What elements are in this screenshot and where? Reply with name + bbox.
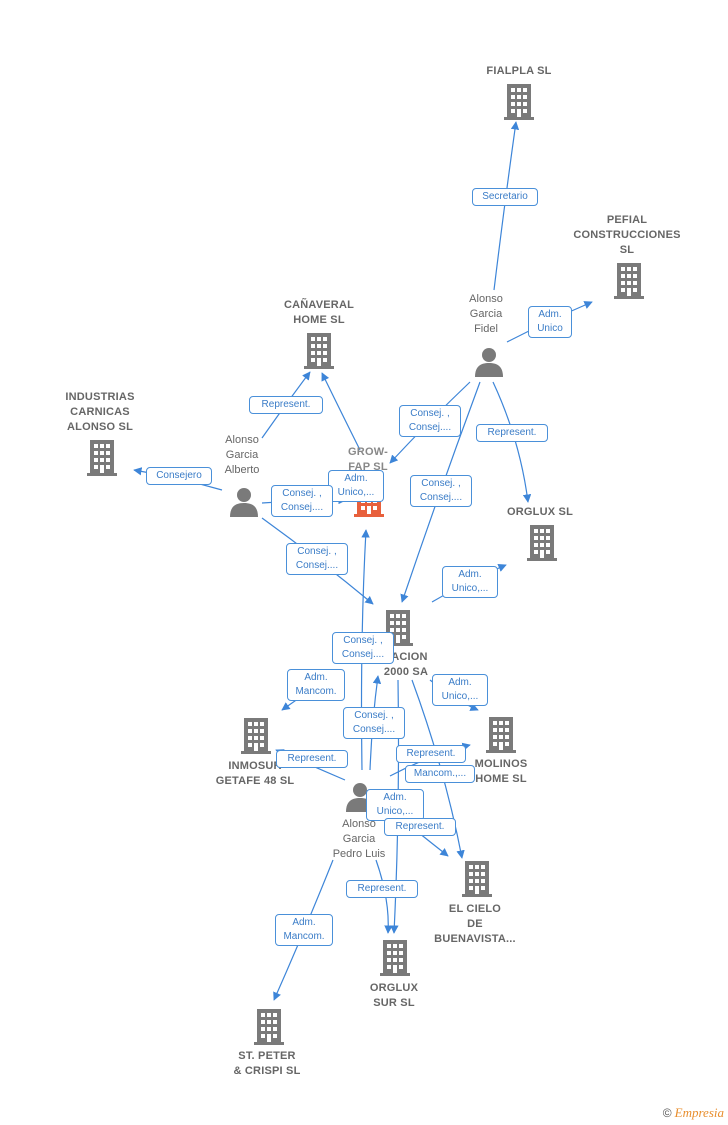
node-label-urbanizacion[interactable]: ZACION 2000 SA: [383, 651, 429, 678]
edge-label-consej-alberto-grow[interactable]: Consej. , Consej....: [271, 485, 333, 517]
edge-label-adm-mancom-stpeter[interactable]: Adm. Mancom.: [275, 914, 333, 946]
edge-label-consej-pedro-urb[interactable]: Consej. , Consej....: [332, 632, 394, 664]
edge-label-represent-fidel-orglux[interactable]: Represent.: [476, 424, 548, 442]
node-label-molinos[interactable]: MOLINOS HOME SL: [474, 758, 528, 785]
edge-label-adm-unico-pefial[interactable]: Adm. Unico: [528, 306, 572, 338]
stpeter-building-icon[interactable]: [254, 1009, 284, 1045]
fialpla-building-icon[interactable]: [504, 84, 534, 120]
alberto-person-icon[interactable]: [230, 488, 258, 517]
node-label-stpeter[interactable]: ST. PETER & CRISPI SL: [233, 1050, 301, 1077]
edge-label-adm-unico-pedro[interactable]: Adm. Unico,...: [366, 789, 424, 821]
orglux-building-icon[interactable]: [527, 525, 557, 561]
brand-logo[interactable]: Empresia: [674, 1105, 724, 1120]
node-label-pefial[interactable]: PEFIAL CONSTRUCCIONES SL: [573, 214, 681, 256]
elcielo-building-icon[interactable]: [462, 861, 492, 897]
node-label-canaveral[interactable]: CAÑAVERAL HOME SL: [283, 299, 355, 326]
pefial-building-icon[interactable]: [614, 263, 644, 299]
edge-label-consej-pedro-grow[interactable]: Consej. , Consej....: [343, 707, 405, 739]
edge-label-adm-unico-molinos[interactable]: Adm. Unico,...: [432, 674, 488, 706]
edge-urb-canaveral: [321, 372, 361, 451]
node-label-industrias[interactable]: INDUSTRIAS CARNICAS ALONSO SL: [65, 391, 135, 433]
molinos-building-icon[interactable]: [486, 717, 516, 753]
canaveral-building-icon[interactable]: [304, 333, 334, 369]
edge-label-consej-fidel-grow[interactable]: Consej. , Consej....: [399, 405, 461, 437]
node-label-orglux[interactable]: ORGLUX SL: [507, 506, 573, 518]
inmosur-building-icon[interactable]: [241, 718, 271, 754]
copyright-symbol: ©: [662, 1106, 672, 1120]
edge-fidel-orglux: [492, 381, 532, 503]
edge-label-adm-unico-orglux[interactable]: Adm. Unico,...: [442, 566, 498, 598]
edge-label-represent-canaveral[interactable]: Represent.: [249, 396, 323, 414]
orgluxsur-building-icon[interactable]: [380, 940, 410, 976]
edge-fidel-fialpla: [493, 121, 520, 291]
edge-label-represent-inmosur[interactable]: Represent.: [276, 750, 348, 768]
node-label-orgluxsur[interactable]: ORGLUX SUR SL: [369, 982, 419, 1009]
fidel-person-icon[interactable]: [475, 348, 503, 377]
node-label-inmosur[interactable]: INMOSUR GETAFE 48 SL: [215, 760, 295, 787]
edge-label-mancom-molinos[interactable]: Mancom.,...: [405, 765, 475, 783]
node-label-fidel[interactable]: Alonso Garcia Fidel: [469, 293, 503, 335]
node-label-alberto[interactable]: Alonso Garcia Alberto: [224, 434, 260, 476]
edge-label-consejero-industrias[interactable]: Consejero: [146, 467, 212, 485]
edge-label-adm-mancom-inmosur[interactable]: Adm. Mancom.: [287, 669, 345, 701]
edge-pedro-orgluxsur: [375, 859, 393, 934]
node-label-fialpla[interactable]: FIALPLA SL: [486, 65, 552, 77]
edge-label-consej-alberto-urb[interactable]: Consej. , Consej....: [286, 543, 348, 575]
edge-label-secretario[interactable]: Secretario: [472, 188, 538, 206]
edge-label-adm-unico-grow[interactable]: Adm. Unico,...: [328, 470, 384, 502]
edge-label-represent-orgluxsur[interactable]: Represent.: [346, 880, 418, 898]
edge-label-represent-molinos[interactable]: Represent.: [396, 745, 466, 763]
edge-label-represent-elcielo[interactable]: Represent.: [384, 818, 456, 836]
industrias-building-icon[interactable]: [87, 440, 117, 476]
edge-label-consej-fidel-urb[interactable]: Consej. , Consej....: [410, 475, 472, 507]
node-label-elcielo[interactable]: EL CIELO DE BUENAVISTA...: [434, 903, 516, 945]
footer-brand[interactable]: ©Empresia: [663, 1105, 724, 1121]
node-label-pedro[interactable]: Alonso Garcia Pedro Luis: [332, 818, 386, 860]
